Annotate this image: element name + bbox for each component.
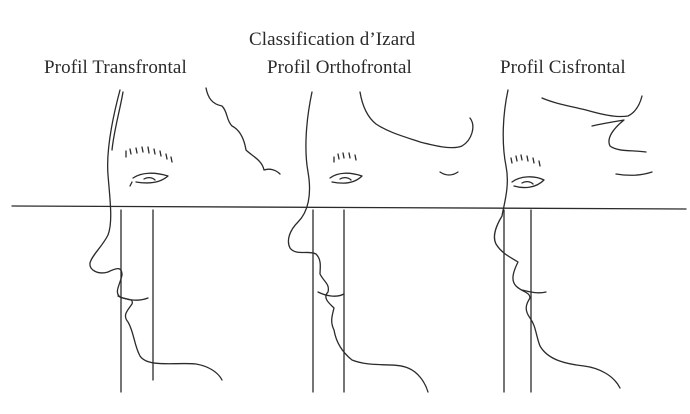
hair-orthofrontal bbox=[359, 91, 474, 176]
label-profil-transfrontal: Profil Transfrontal bbox=[44, 57, 187, 78]
label-profil-cisfrontal: Profil Cisfrontal bbox=[500, 57, 626, 78]
label-profil-orthofrontal: Profil Orthofrontal bbox=[267, 57, 412, 78]
face-outline-transfrontal bbox=[89, 89, 223, 381]
lip-transfrontal bbox=[117, 295, 149, 301]
profile-cisfrontal bbox=[493, 89, 653, 393]
face-outline-cisfrontal bbox=[493, 89, 621, 389]
lip-cisfrontal bbox=[521, 289, 547, 294]
horizontal-reference-line bbox=[11, 205, 687, 210]
eye-transfrontal bbox=[129, 172, 169, 187]
eyebrow-orthofrontal bbox=[333, 152, 357, 163]
eyebrow-transfrontal bbox=[125, 146, 173, 163]
eye-orthofrontal bbox=[329, 172, 363, 184]
hair-cisfrontal bbox=[541, 95, 653, 176]
profile-orthofrontal bbox=[287, 91, 474, 393]
hair-transfrontal bbox=[205, 87, 281, 175]
figure-title: Classification d’Izard bbox=[249, 29, 416, 50]
eyebrow-cisfrontal bbox=[510, 154, 541, 167]
forehead-line-transfrontal bbox=[111, 91, 124, 151]
lip-orthofrontal bbox=[317, 291, 345, 297]
face-outline-orthofrontal bbox=[287, 91, 429, 393]
profile-transfrontal bbox=[89, 87, 281, 393]
eye-cisfrontal bbox=[511, 176, 545, 189]
